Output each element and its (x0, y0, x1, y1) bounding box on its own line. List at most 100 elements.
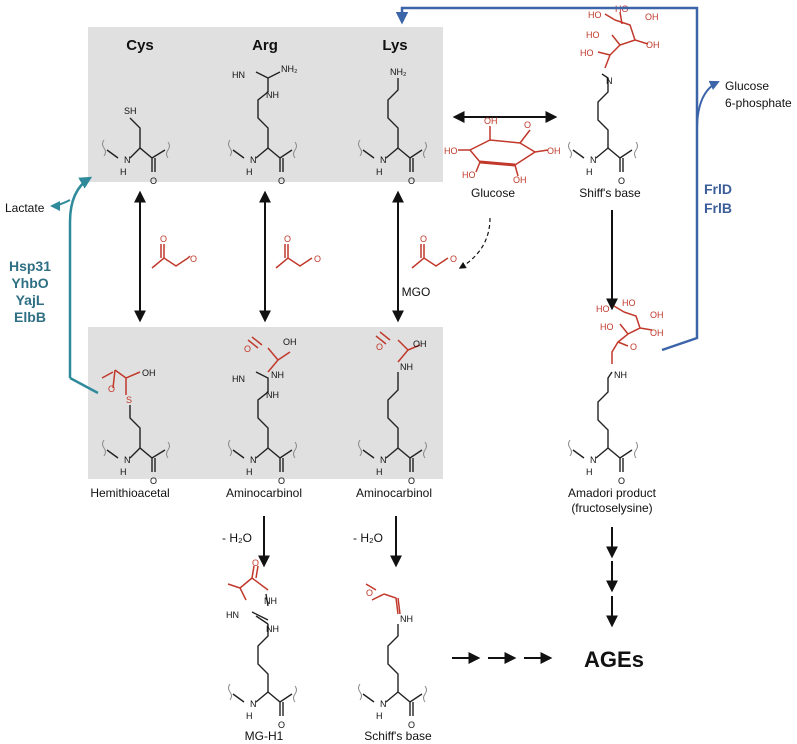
svg-text:O: O (408, 476, 415, 486)
svg-text:O: O (420, 234, 427, 244)
svg-text:N: N (124, 155, 131, 165)
svg-text:O: O (284, 234, 291, 244)
svg-text:NH: NH (264, 596, 277, 606)
svg-text:NH: NH (400, 362, 413, 372)
svg-text:HO: HO (444, 146, 458, 156)
svg-text:O: O (408, 176, 415, 186)
mgo-molecule-1 (151, 244, 191, 269)
svg-text:H: H (586, 167, 593, 177)
svg-text:NH₂: NH₂ (390, 67, 407, 77)
svg-text:O: O (366, 588, 373, 598)
svg-text:O: O (376, 342, 383, 352)
enzyme-frlb: FrlB (704, 200, 732, 216)
svg-text:OH: OH (513, 175, 527, 185)
svg-text:N: N (124, 455, 131, 465)
svg-text:O: O (252, 558, 259, 568)
svg-text:O: O (314, 254, 321, 264)
svg-text:HN: HN (232, 70, 245, 80)
adduct-panel (88, 327, 443, 479)
svg-text:OH: OH (547, 146, 561, 156)
mgo-label: MGO (402, 285, 431, 299)
svg-text:SH: SH (124, 106, 137, 116)
svg-text:H: H (246, 167, 253, 177)
svg-text:O: O (278, 476, 285, 486)
glucose6p-line1: Glucose (725, 79, 769, 93)
enzyme-yhbo: YhbO (11, 275, 48, 291)
mgo-molecule-2 (275, 244, 313, 269)
mg-h1-structure: NH HN NH O N H O (226, 558, 297, 730)
schiff-base-mgo-structure: NH O N H O (358, 583, 427, 730)
svg-text:HO: HO (622, 298, 636, 308)
svg-text:NH: NH (400, 614, 413, 624)
svg-text:O: O (408, 720, 415, 730)
shiff-base-glucose-label: Shiff's base (579, 186, 641, 200)
enzyme-frld: FrlD (704, 181, 732, 197)
deglycase-blue-arrow (395, 6, 699, 352)
svg-text:H: H (376, 711, 383, 721)
glucose-to-mgo-arrow (458, 217, 491, 269)
minus-water-2-label: - H₂O (353, 531, 383, 545)
svg-text:O: O (524, 120, 531, 130)
arg-structure: N H O NH HN NH₂ (228, 64, 298, 186)
cys-label: Cys (126, 37, 154, 54)
svg-text:O: O (278, 176, 285, 186)
hemithioacetal-label: Hemithioacetal (90, 486, 169, 500)
svg-text:OH: OH (650, 310, 664, 320)
amadori-product-structure: NH O HO HO OH OH HO N H O (568, 298, 664, 486)
svg-text:H: H (376, 467, 383, 477)
enzyme-elbb: ElbB (14, 309, 46, 325)
svg-text:N: N (590, 455, 597, 465)
svg-text:O: O (150, 476, 157, 486)
svg-text:OH: OH (413, 339, 427, 349)
svg-text:OH: OH (283, 337, 297, 347)
svg-text:HO: HO (462, 170, 476, 180)
svg-text:HO: HO (588, 10, 602, 20)
svg-text:OH: OH (484, 116, 498, 126)
lys-structure: N H O NH₂ (358, 67, 427, 186)
svg-text:NH: NH (271, 370, 284, 380)
glucose6p-line2: 6-phosphate (725, 96, 792, 110)
minus-water-1-label: - H₂O (222, 531, 252, 545)
svg-text:O: O (190, 254, 197, 264)
svg-text:N: N (380, 455, 387, 465)
svg-text:N: N (250, 699, 257, 709)
svg-text:O: O (108, 384, 115, 394)
enzyme-yajl: YajL (16, 292, 45, 308)
cys-structure: N H O SH (102, 106, 170, 186)
svg-text:H: H (376, 167, 383, 177)
svg-text:N: N (250, 155, 257, 165)
svg-text:H: H (120, 167, 127, 177)
aminocarbinol-lys-label: Aminocarbinol (356, 486, 432, 500)
hemithioacetal-structure: S OH O N H O (101, 368, 170, 486)
svg-text:HO: HO (580, 48, 594, 58)
shiff-base-glucose-structure: N HO HO OH OH HO HO N H O (568, 4, 660, 186)
svg-text:NH₂: NH₂ (281, 64, 298, 74)
svg-text:O: O (160, 234, 167, 244)
arg-aminocarbinol-structure: NH NH HN OH O N H O (228, 336, 297, 486)
svg-text:NH: NH (266, 624, 279, 634)
svg-text:HN: HN (226, 610, 239, 620)
arg-label: Arg (252, 37, 278, 54)
amino-acid-panel (88, 27, 443, 182)
svg-text:HO: HO (596, 304, 610, 314)
glucose-molecule: OH O OH HO HO OH (444, 116, 561, 185)
svg-text:O: O (618, 176, 625, 186)
svg-text:H: H (120, 467, 127, 477)
svg-text:N: N (380, 155, 387, 165)
svg-text:O: O (278, 720, 285, 730)
aminocarbinol-arg-label: Aminocarbinol (226, 486, 302, 500)
schiff-base-mgo-label: Schiff's base (364, 729, 432, 743)
amadori-label-line2: (fructoselysine) (571, 501, 652, 515)
svg-text:NH: NH (266, 390, 279, 400)
ages-label: AGEs (584, 647, 644, 672)
amadori-label-line1: Amadori product (568, 486, 657, 500)
svg-text:OH: OH (646, 40, 660, 50)
svg-text:OH: OH (650, 328, 664, 338)
svg-text:OH: OH (142, 368, 156, 378)
svg-text:O: O (150, 176, 157, 186)
deglycase-teal-arrow (68, 176, 93, 378)
svg-text:N: N (606, 76, 613, 86)
enzyme-hsp31: Hsp31 (9, 258, 51, 274)
